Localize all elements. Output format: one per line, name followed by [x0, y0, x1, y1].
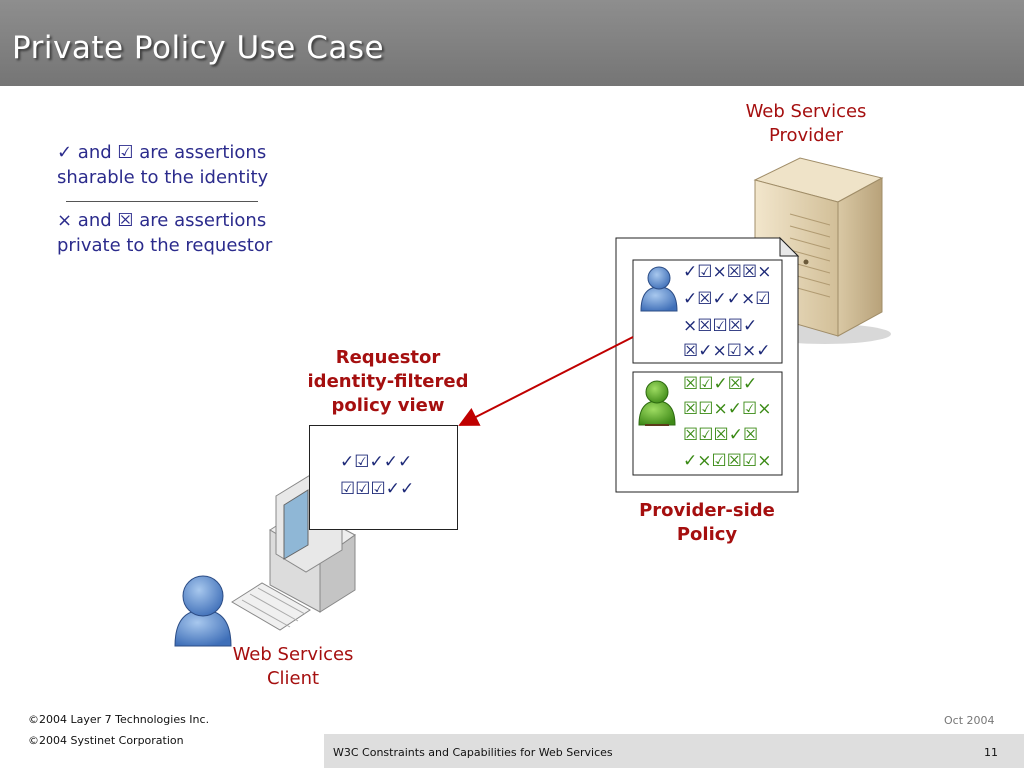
- client-label: Web Services Client: [207, 643, 379, 691]
- green-row-1: ☒☑✓☒✓: [683, 374, 758, 394]
- view-row-1: ✓☑✓✓✓: [340, 452, 413, 472]
- copyright-line1: ©2004 Layer 7 Technologies Inc.: [28, 713, 210, 726]
- blue-row-2: ✓☒✓✓×☑: [683, 289, 771, 309]
- page-number: 11: [984, 746, 998, 759]
- legend-private-line1: × and ☒ are assertions: [57, 210, 267, 231]
- view-row-2: ☑☑☑✓✓: [340, 479, 415, 499]
- footer-title: W3C Constraints and Capabilities for Web…: [333, 746, 613, 759]
- policy-label-line1: Provider-side: [639, 500, 775, 521]
- blue-row-1: ✓☑×☒☒×: [683, 262, 772, 282]
- green-row-3: ☒☑☒✓☒: [683, 425, 759, 445]
- filtered-view-box: [309, 425, 458, 530]
- filtered-label-line1: Requestor: [335, 347, 441, 368]
- filtered-view-label: Requestor identity-filtered policy view: [290, 346, 486, 418]
- legend-shared-line2: sharable to the identity: [57, 167, 269, 188]
- title-bar: [0, 0, 1024, 86]
- provider-label-line2: Provider: [768, 125, 844, 146]
- client-label-line1: Web Services: [232, 644, 354, 665]
- provider-policy-label: Provider-side Policy: [620, 499, 794, 547]
- legend-private-line2: private to the requestor: [57, 235, 273, 256]
- legend-divider: [66, 201, 258, 202]
- filtered-label-line2: identity-filtered: [307, 371, 469, 392]
- legend-shared-line1: ✓ and ☑ are assertions: [57, 142, 267, 163]
- green-row-4: ✓×☑☒☑×: [683, 451, 772, 471]
- footer-bar: [324, 734, 1024, 768]
- copyright-line2: ©2004 Systinet Corporation: [28, 734, 184, 747]
- client-person-icon: [174, 575, 232, 647]
- blue-row-3: ×☒☑☒✓: [683, 316, 758, 336]
- green-person-icon: [638, 380, 676, 426]
- provider-label: Web Services Provider: [720, 100, 892, 148]
- filtered-label-line3: policy view: [331, 395, 445, 416]
- green-row-2: ☒☑×✓☑×: [683, 399, 772, 419]
- provider-label-line1: Web Services: [745, 101, 867, 122]
- blue-row-4: ☒✓×☑×✓: [683, 341, 771, 361]
- slide-title: Private Policy Use Case: [12, 30, 385, 66]
- client-label-line2: Client: [266, 668, 320, 689]
- policy-label-line2: Policy: [676, 524, 738, 545]
- slide-date: Oct 2004: [944, 714, 995, 727]
- filter-arrow: [458, 336, 634, 426]
- blue-person-icon: [640, 266, 678, 312]
